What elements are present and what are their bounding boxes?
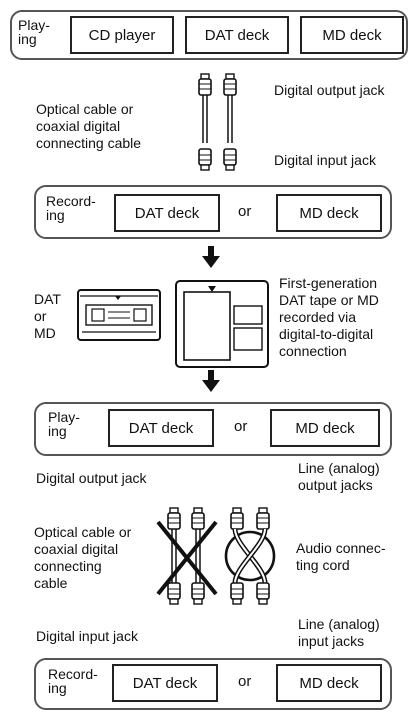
digital-output-jack-label-2: Digital output jack	[36, 470, 147, 486]
line-input-jacks-label: Line (analog) input jacks	[298, 616, 380, 649]
minidisc-icon	[175, 280, 269, 368]
optical-cable-label-2: Optical cable or coaxial digital connect…	[34, 524, 132, 591]
digital-cable-icon	[198, 73, 237, 171]
md-deck-box: MD deck	[300, 16, 404, 54]
arrow-down-icon	[202, 370, 220, 392]
dat-deck-box: DAT deck	[185, 16, 289, 54]
dat-deck-box-2: DAT deck	[114, 194, 220, 232]
arrow-down-icon	[202, 246, 220, 268]
or-label-3: or	[238, 673, 252, 690]
or-label-2: or	[234, 418, 248, 435]
dat-deck-box-3: DAT deck	[108, 409, 214, 447]
line-output-jacks-label: Line (analog) output jacks	[298, 460, 380, 493]
playing-role-label-2: Play- ing	[48, 409, 80, 439]
md-deck-box-4: MD deck	[276, 664, 382, 702]
dat-cassette-icon	[77, 289, 161, 341]
optical-cable-label: Optical cable or coaxial digital connect…	[36, 101, 142, 151]
crossed-digital-cable-icon	[156, 507, 218, 605]
or-label-1: or	[238, 203, 252, 220]
digital-output-jack-label: Digital output jack	[274, 82, 385, 98]
playing-role-label: Play- ing	[18, 17, 50, 47]
first-generation-label: First-generation DAT tape or MD recorded…	[279, 275, 379, 359]
dat-or-md-label: DAT or MD	[34, 291, 61, 341]
audio-cord-label: Audio connec- ting cord	[296, 540, 386, 573]
cd-player-box: CD player	[70, 16, 174, 54]
md-deck-box-3: MD deck	[270, 409, 380, 447]
dat-deck-box-4: DAT deck	[112, 664, 218, 702]
audio-cord-icon	[224, 507, 276, 605]
digital-input-jack-label: Digital input jack	[274, 152, 376, 168]
recording-role-label-1: Record- ing	[46, 193, 96, 223]
md-deck-box-2: MD deck	[276, 194, 382, 232]
recording-role-label-2: Record- ing	[48, 666, 98, 696]
digital-input-jack-label-2: Digital input jack	[36, 628, 138, 644]
